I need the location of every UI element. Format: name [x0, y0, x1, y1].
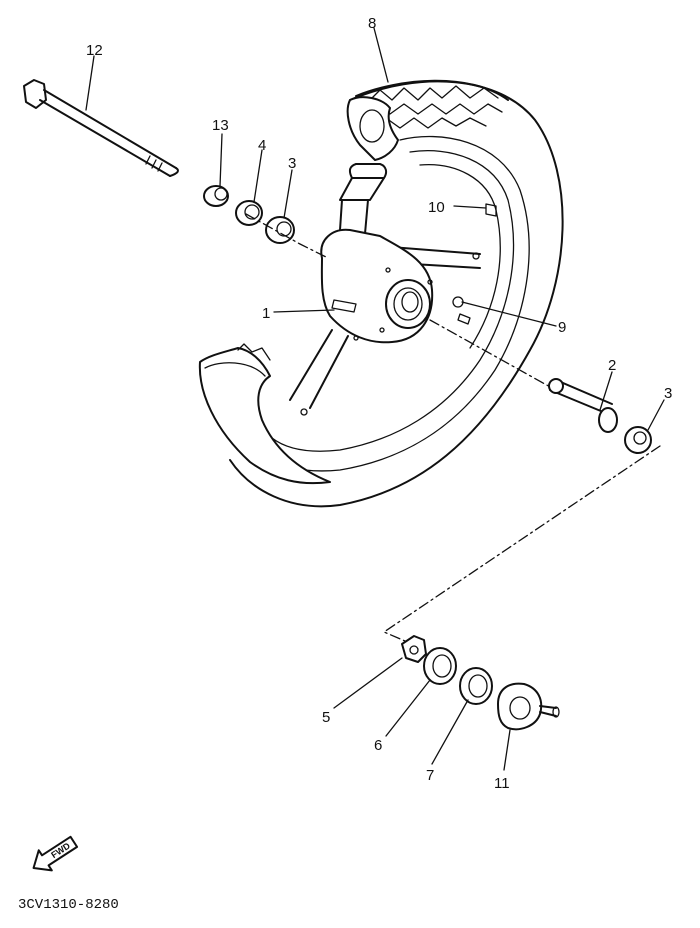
- axle-shaft: [23, 79, 179, 177]
- bearing-left: [265, 216, 295, 244]
- assembly-centerline: [245, 213, 661, 645]
- collar: [203, 185, 229, 207]
- wheel-assembly: [198, 79, 564, 508]
- callout-12: 12: [86, 42, 103, 59]
- callout-6: 6: [374, 737, 382, 754]
- callout-2: 2: [608, 357, 616, 374]
- callout-13: 13: [212, 117, 229, 134]
- callout-4: 4: [258, 137, 266, 154]
- part-code: 3CV1310-8280: [18, 897, 119, 913]
- callout-8: 8: [368, 15, 376, 32]
- callout-1: 1: [262, 305, 270, 322]
- oil-seal-left: [235, 200, 263, 226]
- callout-10: 10: [428, 199, 445, 216]
- forward-arrow: FWD: [32, 835, 79, 872]
- callout-9: 9: [558, 319, 566, 336]
- leader-lines: [85, 27, 665, 771]
- bearing-right: [624, 426, 652, 454]
- callout-3-right: 3: [664, 385, 672, 402]
- lock-washer: [401, 635, 427, 663]
- gear-unit: [497, 682, 560, 731]
- oil-seal-right: [423, 647, 457, 685]
- callout-11: 11: [494, 775, 510, 792]
- callout-3-left: 3: [288, 155, 296, 172]
- callout-5: 5: [322, 709, 330, 726]
- callouts: 12 13 4 3 8 10 1 9 2 3 5 6 7 11: [86, 15, 672, 792]
- speedometer-bearing: [459, 667, 493, 705]
- callout-7: 7: [426, 767, 434, 784]
